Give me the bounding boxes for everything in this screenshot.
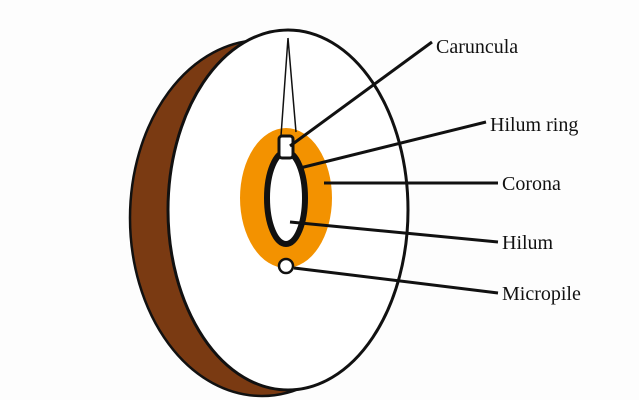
label-hilum: Hilum xyxy=(502,232,554,254)
hilum-ring xyxy=(267,152,305,244)
label-hilum-ring: Hilum ring xyxy=(490,114,578,136)
label-caruncula: Caruncula xyxy=(436,36,518,58)
label-corona: Corona xyxy=(502,173,561,195)
micropile xyxy=(279,259,293,273)
label-micropile: Micropile xyxy=(502,283,581,305)
